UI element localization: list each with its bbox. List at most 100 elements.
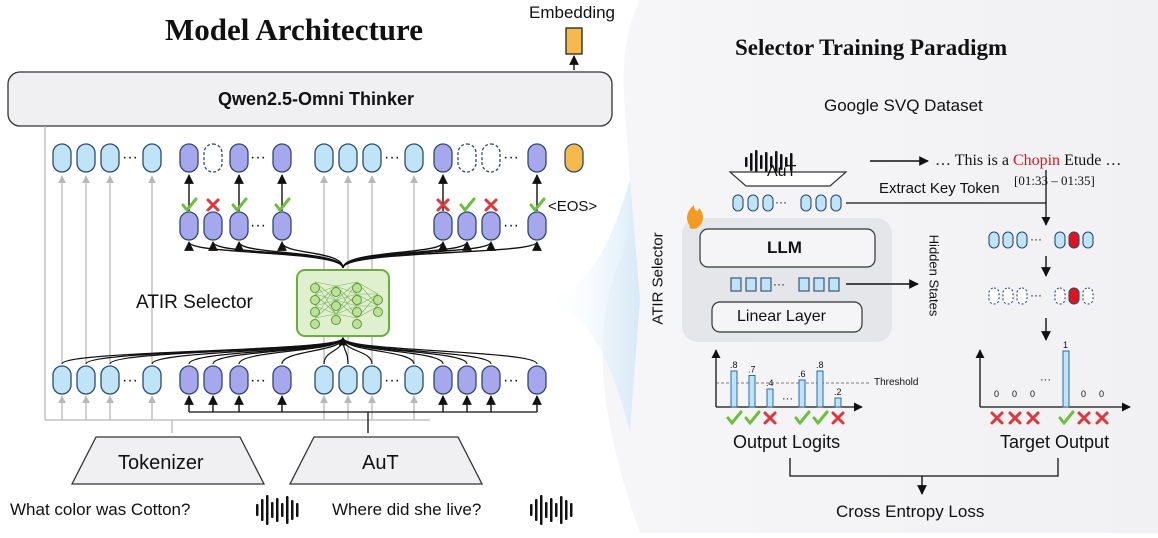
hidden-state-2 bbox=[760, 277, 772, 292]
target-cross-1 bbox=[1008, 411, 1022, 425]
net-node bbox=[331, 315, 341, 325]
net-edge bbox=[335, 313, 358, 319]
aut-token-5 bbox=[830, 194, 842, 212]
net-edge bbox=[335, 305, 358, 315]
target-check-3 bbox=[1058, 410, 1075, 426]
wave-bar bbox=[560, 496, 563, 524]
hidden-state-3 bbox=[798, 277, 810, 292]
token-selected bbox=[457, 211, 477, 241]
target-token-0 bbox=[988, 231, 1000, 249]
token-selected bbox=[481, 211, 501, 241]
token-audio bbox=[179, 143, 199, 173]
wave-bar bbox=[785, 157, 788, 167]
ellipsis-bot-2: ··· bbox=[384, 372, 400, 389]
waveform-icon-2 bbox=[530, 495, 573, 525]
net-edge bbox=[335, 299, 358, 307]
transcript-prefix: … This is a bbox=[935, 152, 1013, 169]
tokenizer-label: Tokenizer bbox=[118, 452, 204, 474]
wave-bar bbox=[555, 503, 558, 517]
token-audio-input bbox=[179, 365, 199, 395]
net-node bbox=[310, 295, 320, 305]
logit-check-3 bbox=[794, 410, 811, 426]
wave-bar bbox=[745, 157, 748, 167]
aut-token-4 bbox=[815, 194, 827, 212]
logit-label-3: .6 bbox=[798, 369, 806, 379]
atir-selector-label: ATIR Selector bbox=[136, 292, 253, 313]
token-selected bbox=[433, 211, 453, 241]
logit-bar-3 bbox=[798, 379, 806, 408]
token-text-input bbox=[142, 365, 162, 395]
token-text bbox=[52, 143, 72, 173]
selector-in-arrow-1 bbox=[85, 337, 348, 365]
net-edge bbox=[335, 293, 358, 301]
target-token-b-3 bbox=[1054, 287, 1066, 305]
ellipsis-top-0: ··· bbox=[122, 149, 138, 166]
net-edge bbox=[356, 281, 379, 295]
logit-label-0: .8 bbox=[730, 360, 738, 370]
token-text-input bbox=[362, 365, 382, 395]
aut-token-1 bbox=[747, 194, 759, 212]
target-token-b-5 bbox=[1082, 287, 1094, 305]
cross-icon-4 bbox=[436, 198, 450, 212]
ellipsis-aut: ··· bbox=[775, 195, 787, 209]
net-edge bbox=[314, 281, 337, 287]
token-audio-input bbox=[481, 365, 501, 395]
token-eos bbox=[564, 143, 584, 173]
hidden-state-5 bbox=[828, 277, 840, 292]
selector-in-arrow-14 bbox=[338, 337, 492, 365]
waveform-icon-1 bbox=[256, 495, 299, 525]
logit-bar-0 bbox=[730, 370, 738, 408]
ellipsis-target-1: ··· bbox=[1030, 232, 1042, 246]
wave-bar bbox=[296, 503, 299, 517]
target-token-1 bbox=[1002, 231, 1014, 249]
cross-icon-1 bbox=[206, 198, 220, 212]
logit-label-2: .4 bbox=[766, 378, 774, 388]
logit-label-5: .2 bbox=[834, 387, 842, 397]
target-cross-0 bbox=[990, 411, 1004, 425]
question-2: Where did she live? bbox=[332, 500, 482, 519]
token-audio-input bbox=[229, 365, 249, 395]
net-edge bbox=[314, 299, 337, 307]
hidden-state-1 bbox=[745, 277, 757, 292]
target-token-3 bbox=[1054, 231, 1066, 249]
wave-bar bbox=[530, 504, 533, 516]
wave-bar bbox=[266, 495, 269, 525]
timestamp: [01:33 – 01:35] bbox=[1014, 173, 1095, 188]
ellipsis-mid-0: ··· bbox=[250, 217, 266, 234]
wave-bar bbox=[550, 498, 553, 522]
hidden-state-0 bbox=[730, 277, 742, 292]
target-token-b-1 bbox=[1002, 287, 1014, 305]
token-audio bbox=[433, 143, 453, 173]
ellipsis-target-2: ··· bbox=[1030, 288, 1042, 302]
net-edge bbox=[335, 281, 358, 287]
transcript: … This is a Chopin Etude … bbox=[935, 152, 1121, 170]
token-text bbox=[314, 143, 334, 173]
aut-label-right: AuT bbox=[767, 163, 797, 180]
target-bar-3 bbox=[1062, 350, 1070, 408]
wave-bar bbox=[535, 499, 538, 521]
wave-bar bbox=[760, 155, 763, 169]
wave-bar bbox=[780, 154, 783, 170]
waveform-icon-dataset bbox=[745, 150, 793, 174]
ellipsis-logits: ··· bbox=[782, 393, 793, 405]
selector-in-arrow-9 bbox=[212, 337, 348, 365]
token-text bbox=[142, 143, 162, 173]
aut-token-3 bbox=[800, 194, 812, 212]
target-label-0: 0 bbox=[994, 389, 999, 399]
transcript-key-word: Chopin bbox=[1012, 152, 1061, 169]
target-cross-5 bbox=[1095, 411, 1109, 425]
loss-connector bbox=[789, 458, 1059, 477]
target-token-4 bbox=[1068, 231, 1080, 249]
wave-bar bbox=[256, 504, 259, 516]
token-text bbox=[76, 143, 96, 173]
token-text-input bbox=[338, 365, 358, 395]
wave-bar bbox=[276, 498, 279, 522]
logit-check-1 bbox=[744, 410, 761, 426]
linear-layer-label: Linear Layer bbox=[737, 308, 826, 325]
token-text bbox=[362, 143, 382, 173]
token-text bbox=[338, 143, 358, 173]
ellipsis-bot-0: ··· bbox=[122, 372, 138, 389]
target-token-2 bbox=[1016, 231, 1028, 249]
llm-label: LLM bbox=[767, 238, 802, 257]
token-text bbox=[404, 143, 424, 173]
